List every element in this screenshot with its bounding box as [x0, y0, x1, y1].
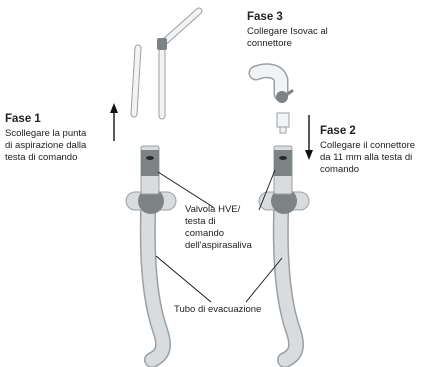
suction-tip-straight	[130, 44, 142, 118]
fase1-line-1: Scollegare la punta	[5, 128, 87, 139]
tube-label: Tubo di evacuazione	[174, 304, 262, 315]
fase2-line-2: da 11 mm alla testa di	[320, 152, 413, 163]
valve-label-line-3: comando	[185, 228, 225, 239]
right-evacuation-tube	[272, 182, 304, 367]
fase2-line-3: comando	[320, 164, 360, 175]
tube-leader-lines	[155, 255, 283, 303]
fase1-line-2: di aspirazione dalla	[5, 140, 87, 151]
valve-label-line-1: Valvola HVE/	[185, 204, 241, 215]
left-evacuation-tube	[139, 182, 171, 367]
valve-label-line-2: testa di	[185, 216, 216, 227]
fase3-title: Fase 3	[247, 11, 283, 23]
fase3-line-1: Collegare Isovac al	[247, 26, 328, 37]
isovac-elbow	[248, 63, 294, 103]
fase3-line-2: connettore	[247, 38, 292, 49]
fase2-title: Fase 2	[320, 125, 356, 137]
fase2-down-arrow	[305, 115, 313, 160]
left-control-head	[140, 145, 160, 195]
valve-label-line-4: dell'aspirasaliva	[185, 240, 252, 251]
right-control-head	[273, 145, 293, 195]
fase1-line-3: testa di comando	[5, 152, 78, 163]
fase1-up-arrow	[110, 103, 118, 141]
connector-11mm	[276, 112, 290, 134]
fase1-title: Fase 1	[5, 113, 41, 125]
valve-leader-lines	[157, 169, 276, 211]
fase2-line-1: Collegare il connettore	[320, 140, 416, 151]
suction-tip-bent	[157, 7, 203, 120]
